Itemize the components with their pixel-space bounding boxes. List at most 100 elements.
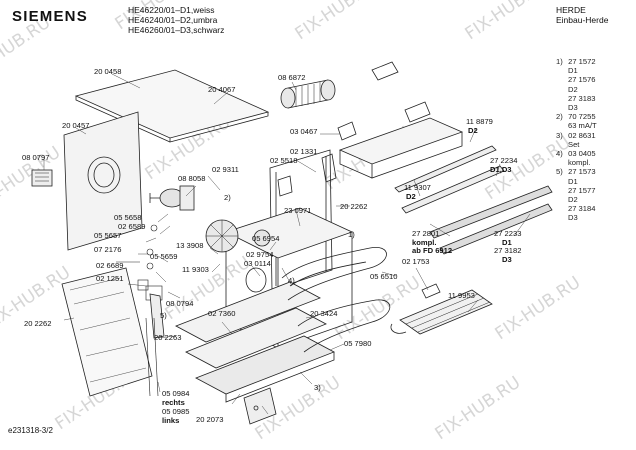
- model-line-1: HE46220/01–D1,weiss: [128, 5, 215, 15]
- part-label: ab FD 6912: [412, 246, 452, 255]
- part-label: 27 2233: [494, 229, 521, 238]
- part-label: 20 4067: [208, 85, 235, 94]
- part-label: 05 5659: [150, 252, 177, 261]
- part-label: 03 0467: [290, 127, 317, 136]
- part-label: 02 1251: [96, 274, 123, 283]
- model-line-3: HE46260/01–D3,schwarz: [128, 25, 225, 35]
- diagram-code: e231318-3/2: [8, 426, 53, 435]
- door-glass: [175, 281, 321, 343]
- part-label: 1): [348, 230, 355, 239]
- part-label: D1: [502, 238, 512, 247]
- part-label: 11 9953: [448, 291, 475, 300]
- oven-cavity: [224, 207, 354, 259]
- part-label: 05 6510: [370, 272, 397, 281]
- part-label: 20 3424: [310, 309, 337, 318]
- footnote-1-line: 27 1576: [568, 75, 596, 85]
- part-label: 27 2801: [412, 229, 439, 238]
- part-label: 20 2263: [154, 333, 181, 342]
- drawing-lines: [31, 61, 553, 425]
- footnote-text: 70 7255: [566, 112, 596, 122]
- model-line-2: HE46240/01–D2,umbra: [128, 15, 218, 25]
- part-label: 08 0797: [22, 153, 49, 162]
- back-wall-panel: [63, 111, 143, 251]
- part-label: 03 0114: [244, 259, 271, 268]
- part-label: 05 5658: [114, 213, 141, 222]
- footnote-text: 27 1572: [566, 57, 596, 66]
- part-label: kompl.: [412, 238, 436, 247]
- part-label: D2: [468, 126, 478, 135]
- heating-element-upper: [281, 247, 387, 301]
- footnote-2-line: 63 mA/T: [568, 121, 597, 131]
- part-label: 4): [288, 276, 295, 285]
- grill-element: [390, 289, 493, 335]
- part-label: 02 5518: [270, 156, 297, 165]
- part-label: 02 9754: [246, 250, 273, 259]
- part-label: 20 0458: [94, 67, 121, 76]
- part-label: rechts: [162, 398, 185, 407]
- watermark-text: FIX-HUB.RU: [462, 0, 555, 44]
- footnote-5-line: 27 1577: [568, 185, 596, 195]
- part-label: 05 6954: [252, 234, 279, 243]
- part-label: links: [162, 416, 179, 425]
- heating-element-lower: [297, 299, 391, 353]
- footnote-1-line: D3: [568, 103, 578, 113]
- part-label: 02 6689: [96, 261, 123, 270]
- footnote-5-line: D2: [568, 195, 578, 205]
- footnote-4-line: kompl.: [568, 158, 591, 168]
- convection-fan: [205, 219, 239, 253]
- door-hinge: [243, 387, 277, 425]
- watermark-text: FIX-HUB.RU: [492, 273, 585, 345]
- footnote-5-line: D1: [568, 176, 578, 186]
- door-trim-lower: [439, 203, 553, 255]
- part-label: D3: [502, 255, 512, 264]
- fan-motor: [280, 79, 336, 109]
- part-label: 02 1753: [402, 257, 429, 266]
- part-label: 20 2073: [196, 415, 223, 424]
- part-label: 08 0794: [166, 299, 193, 308]
- part-label: 20 2262: [24, 319, 51, 328]
- footnote-3-line: 3) 02 8631: [556, 131, 597, 140]
- part-label: 20 2262: [340, 202, 367, 211]
- footnote-1-line: 1) 27 1572: [556, 57, 597, 66]
- watermark-text: FIX-HUB.RU: [292, 0, 385, 44]
- footnote-marker: 1): [556, 57, 563, 66]
- footnote-marker: 2): [556, 112, 563, 122]
- footnote-marker: 3): [556, 130, 563, 140]
- part-label: 05 0984: [162, 389, 189, 398]
- footnote-4-line: 4) 03 0405: [556, 149, 597, 158]
- footnote-text: 03 0405: [566, 149, 596, 159]
- part-label: D1,D3: [490, 165, 512, 174]
- part-label: D2: [406, 192, 416, 201]
- footnote-text: 27 1573: [566, 167, 596, 177]
- part-label: 3): [314, 383, 321, 392]
- part-label: 02 7360: [208, 309, 235, 318]
- part-label: 08 8058: [178, 174, 205, 183]
- footnote-5-line: 27 3184: [568, 204, 596, 214]
- part-label: 02 9311: [212, 165, 239, 174]
- door-frame-panel: [61, 267, 153, 397]
- part-label: 5): [160, 311, 167, 320]
- part-label: 02 1331: [290, 147, 317, 156]
- part-label: 11 9303: [182, 265, 209, 274]
- footnote-marker: 4): [556, 149, 563, 159]
- part-label: 05 0985: [162, 407, 189, 416]
- door-trim-upper: [429, 185, 553, 239]
- footnote-5-line: 5) 27 1573: [556, 167, 597, 176]
- category-title: HERDE: [556, 5, 586, 15]
- part-label: 23 0971: [284, 206, 311, 215]
- part-label: 27 3182: [494, 246, 521, 255]
- part-label: 02 6589: [118, 222, 145, 231]
- trim-strip-d1d3: [401, 165, 505, 214]
- part-label: 20 0457: [62, 121, 89, 130]
- footnote-text: 02 8631: [566, 130, 596, 140]
- watermark-text: FIX-HUB.RU: [432, 373, 525, 445]
- part-label: 11 8879: [466, 117, 493, 126]
- part-label: 2): [224, 193, 231, 202]
- footnote-1-line: D2: [568, 84, 578, 94]
- footnote-5-line: D3: [568, 213, 578, 223]
- part-label: 27 2234: [490, 156, 517, 165]
- part-label: 07 2176: [94, 245, 121, 254]
- footnote-1-line: D1: [568, 66, 578, 76]
